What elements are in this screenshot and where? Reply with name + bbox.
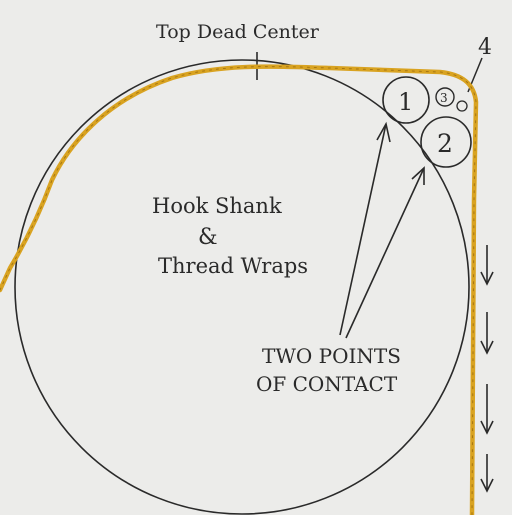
down-arrow (480, 454, 494, 493)
arrow-head-2 (411, 166, 425, 185)
roller-3-circle (435, 87, 455, 107)
roller-3-number: 3 (440, 91, 448, 105)
roller-4-circle (456, 100, 468, 112)
downward-arrows (480, 245, 494, 493)
thread-twist-texture (0, 66, 477, 515)
roller-1-number: 1 (398, 88, 413, 116)
hook-shank-label: Hook Shank (152, 194, 282, 218)
arrow-to-contact-2 (345, 167, 425, 339)
roller-4-number: 4 (478, 35, 492, 60)
down-arrow (480, 245, 494, 286)
two-points-label: TWO POINTS (262, 344, 401, 368)
arrow-head-1 (376, 121, 391, 143)
of-contact-label: OF CONTACT (256, 372, 398, 396)
top-dead-center-label: Top Dead Center (156, 21, 320, 43)
arrow-to-contact-1 (339, 123, 387, 336)
roller-1-circle (382, 76, 430, 124)
down-arrow (480, 384, 494, 435)
hook-shank-circle (14, 59, 470, 515)
roller-2-number: 2 (437, 129, 453, 158)
ampersand-label: & (198, 225, 218, 250)
thread-wraps-label: Thread Wraps (158, 254, 308, 278)
down-arrow (480, 312, 494, 355)
roller-2-circle (420, 116, 472, 168)
contact-arrows (339, 121, 425, 339)
